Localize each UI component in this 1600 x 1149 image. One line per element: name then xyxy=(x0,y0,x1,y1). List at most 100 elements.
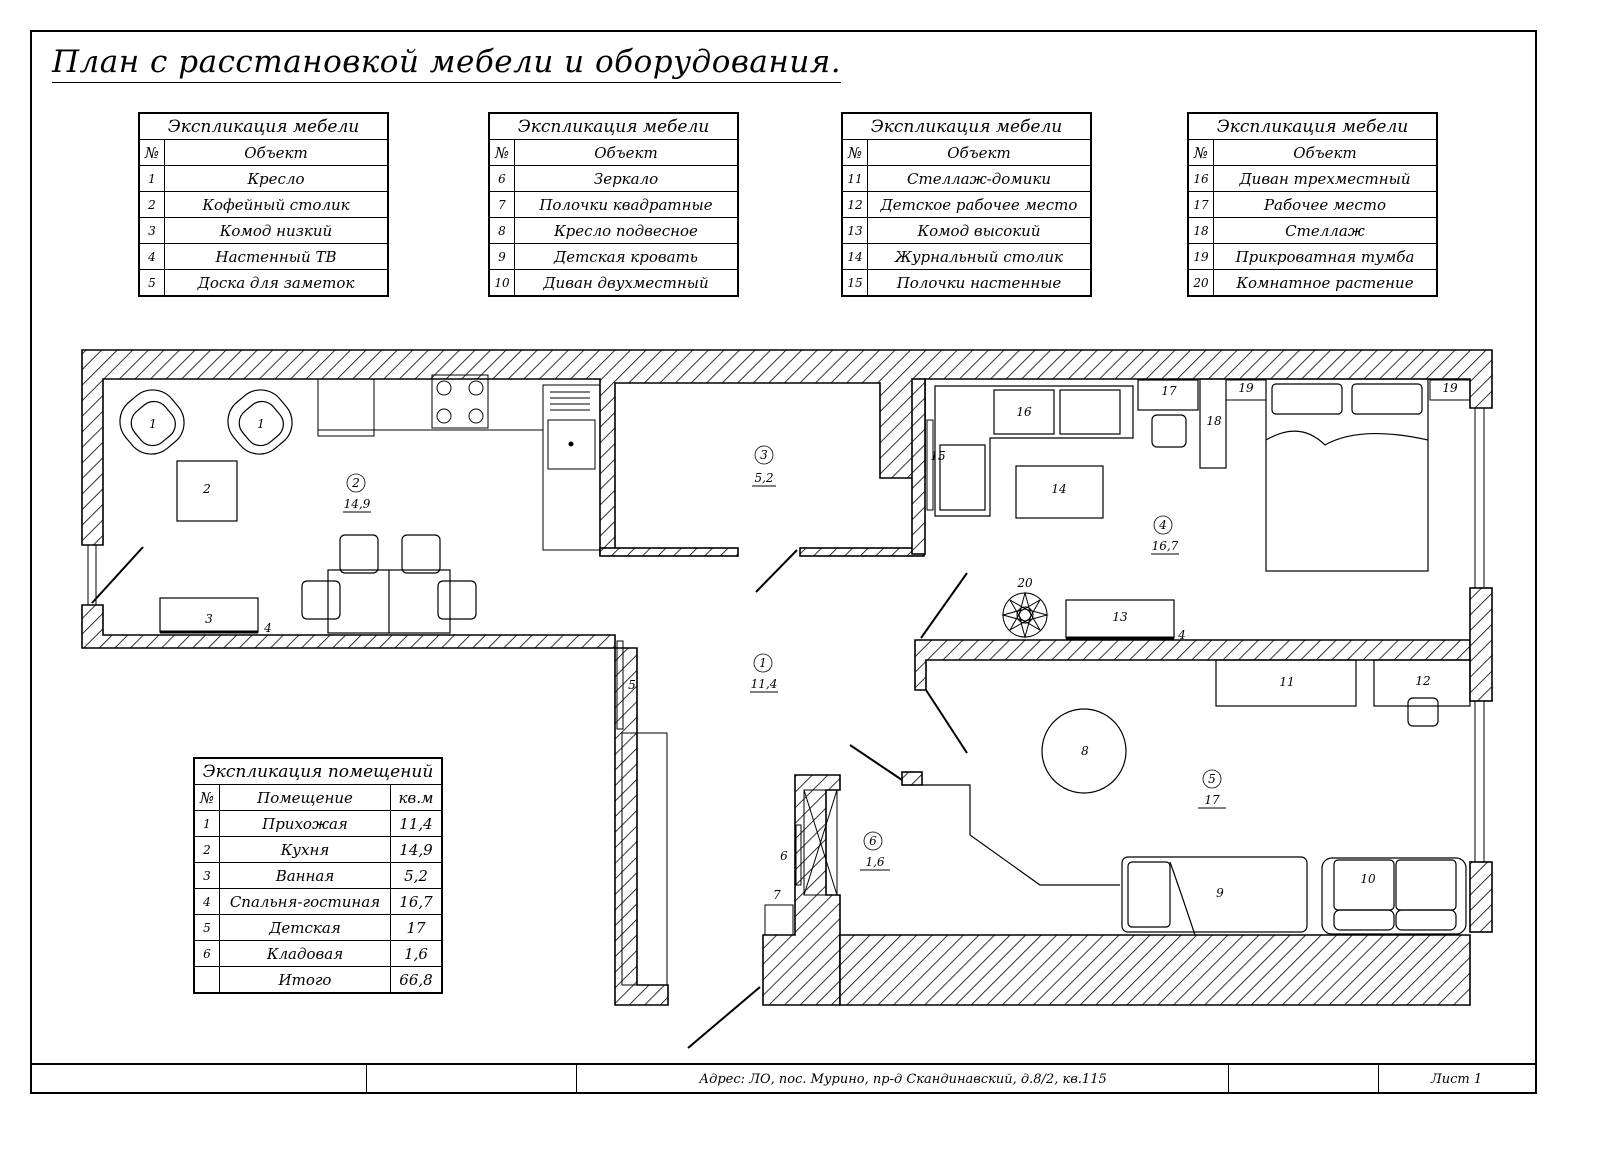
row-num: 2 xyxy=(138,191,165,218)
label-tv: 4 xyxy=(1177,628,1186,642)
row-object: Рабочее место xyxy=(1213,191,1438,218)
table-heading: Экспликация мебели xyxy=(841,112,1092,140)
row-area: 17 xyxy=(390,914,443,941)
room-number: 4 xyxy=(1158,518,1167,532)
room-area: 17 xyxy=(1204,793,1220,807)
label-magazine-table: 14 xyxy=(1051,482,1066,496)
footer-sheet-number: Лист 1 xyxy=(1378,1065,1534,1094)
kids-bed xyxy=(1121,856,1308,936)
room-marker: 2 14,9 xyxy=(343,473,371,513)
double-bed xyxy=(1265,378,1429,572)
kids-room-rug xyxy=(922,784,1120,886)
label-kids-bed: 9 xyxy=(1216,886,1224,900)
wall-shelves xyxy=(926,419,934,511)
row-object: Настенный ТВ xyxy=(164,243,389,270)
footer-empty-cell xyxy=(366,1065,577,1094)
row-num: 11 xyxy=(841,165,868,192)
label-notes-board: 5 xyxy=(628,678,636,692)
square-shelves xyxy=(764,904,794,936)
table-heading: Экспликация мебели xyxy=(488,112,739,140)
row-area: 11,4 xyxy=(390,810,443,837)
magazine-table xyxy=(1015,465,1104,519)
row-room: Ванная xyxy=(219,862,391,889)
room-number: 6 xyxy=(869,834,877,848)
row-room: Кладовая xyxy=(219,940,391,967)
row-area: 1,6 xyxy=(390,940,443,967)
room-number: 2 xyxy=(351,476,360,490)
footer-address: Адрес: ЛО, пос. Мурино, пр-д Скандинавск… xyxy=(576,1065,1229,1094)
col-object-header: Объект xyxy=(1213,139,1438,166)
shelf-houses xyxy=(1215,659,1357,707)
row-num: 14 xyxy=(841,243,868,270)
row-object: Полочки настенные xyxy=(867,269,1092,297)
room-number: 5 xyxy=(1208,772,1216,786)
label-shelf-houses: 11 xyxy=(1279,675,1294,689)
kitchen-counter xyxy=(317,374,601,551)
row-room: Кухня xyxy=(219,836,391,863)
room-area: 16,7 xyxy=(1152,539,1179,553)
label-nightstand: 19 xyxy=(1238,381,1254,395)
row-num: 19 xyxy=(1187,243,1214,270)
label-tv: 4 xyxy=(263,621,272,635)
kids-desk xyxy=(1373,659,1471,727)
row-area: 5,2 xyxy=(390,862,443,889)
room-number: 1 xyxy=(759,656,767,670)
label-low-dresser: 3 xyxy=(205,612,213,626)
row-object: Диван трехместный xyxy=(1213,165,1438,192)
total-area: 66,8 xyxy=(390,966,443,994)
row-object: Комод низкий xyxy=(164,217,389,244)
room-area: 11,4 xyxy=(751,677,778,691)
row-area: 16,7 xyxy=(390,888,443,915)
label-hanging-chair: 8 xyxy=(1081,744,1089,758)
room-marker: 6 1,6 xyxy=(860,831,890,871)
row-object: Доска для заметок xyxy=(164,269,389,297)
rack xyxy=(1199,378,1227,469)
table-heading: Экспликация мебели xyxy=(138,112,389,140)
room-area: 1,6 xyxy=(865,855,884,869)
row-object: Прикроватная тумба xyxy=(1213,243,1438,270)
room-markers: 1 11,4 2 14,9 3 5,2 4 16,7 5 17 xyxy=(343,445,1226,871)
row-num: 5 xyxy=(138,269,165,297)
label-tall-dresser: 13 xyxy=(1112,610,1128,624)
total-label: Итого xyxy=(219,966,391,994)
label-sofa-two: 10 xyxy=(1360,872,1376,886)
col-num-header: № xyxy=(1187,139,1214,166)
row-room: Детская xyxy=(219,914,391,941)
notes-board xyxy=(616,640,624,730)
label-workplace: 17 xyxy=(1161,384,1177,398)
row-object: Кофейный столик xyxy=(164,191,389,218)
row-room: Прихожая xyxy=(219,810,391,837)
room-marker: 3 5,2 xyxy=(752,445,776,487)
workplace xyxy=(1137,379,1199,448)
room-marker: 4 16,7 xyxy=(1151,515,1179,555)
col-room-header: Помещение xyxy=(219,784,391,811)
room-number: 3 xyxy=(760,448,768,462)
label-armchair: 1 xyxy=(149,417,157,431)
row-num: 10 xyxy=(488,269,515,297)
armchair xyxy=(119,389,293,455)
label-armchair: 1 xyxy=(257,417,265,431)
row-object: Комнатное растение xyxy=(1213,269,1438,297)
windows xyxy=(87,408,1485,862)
row-object: Комод высокий xyxy=(867,217,1092,244)
room-area: 14,9 xyxy=(344,497,371,511)
walls xyxy=(81,349,1493,1006)
doors xyxy=(91,546,968,1049)
col-num-header: № xyxy=(488,139,515,166)
